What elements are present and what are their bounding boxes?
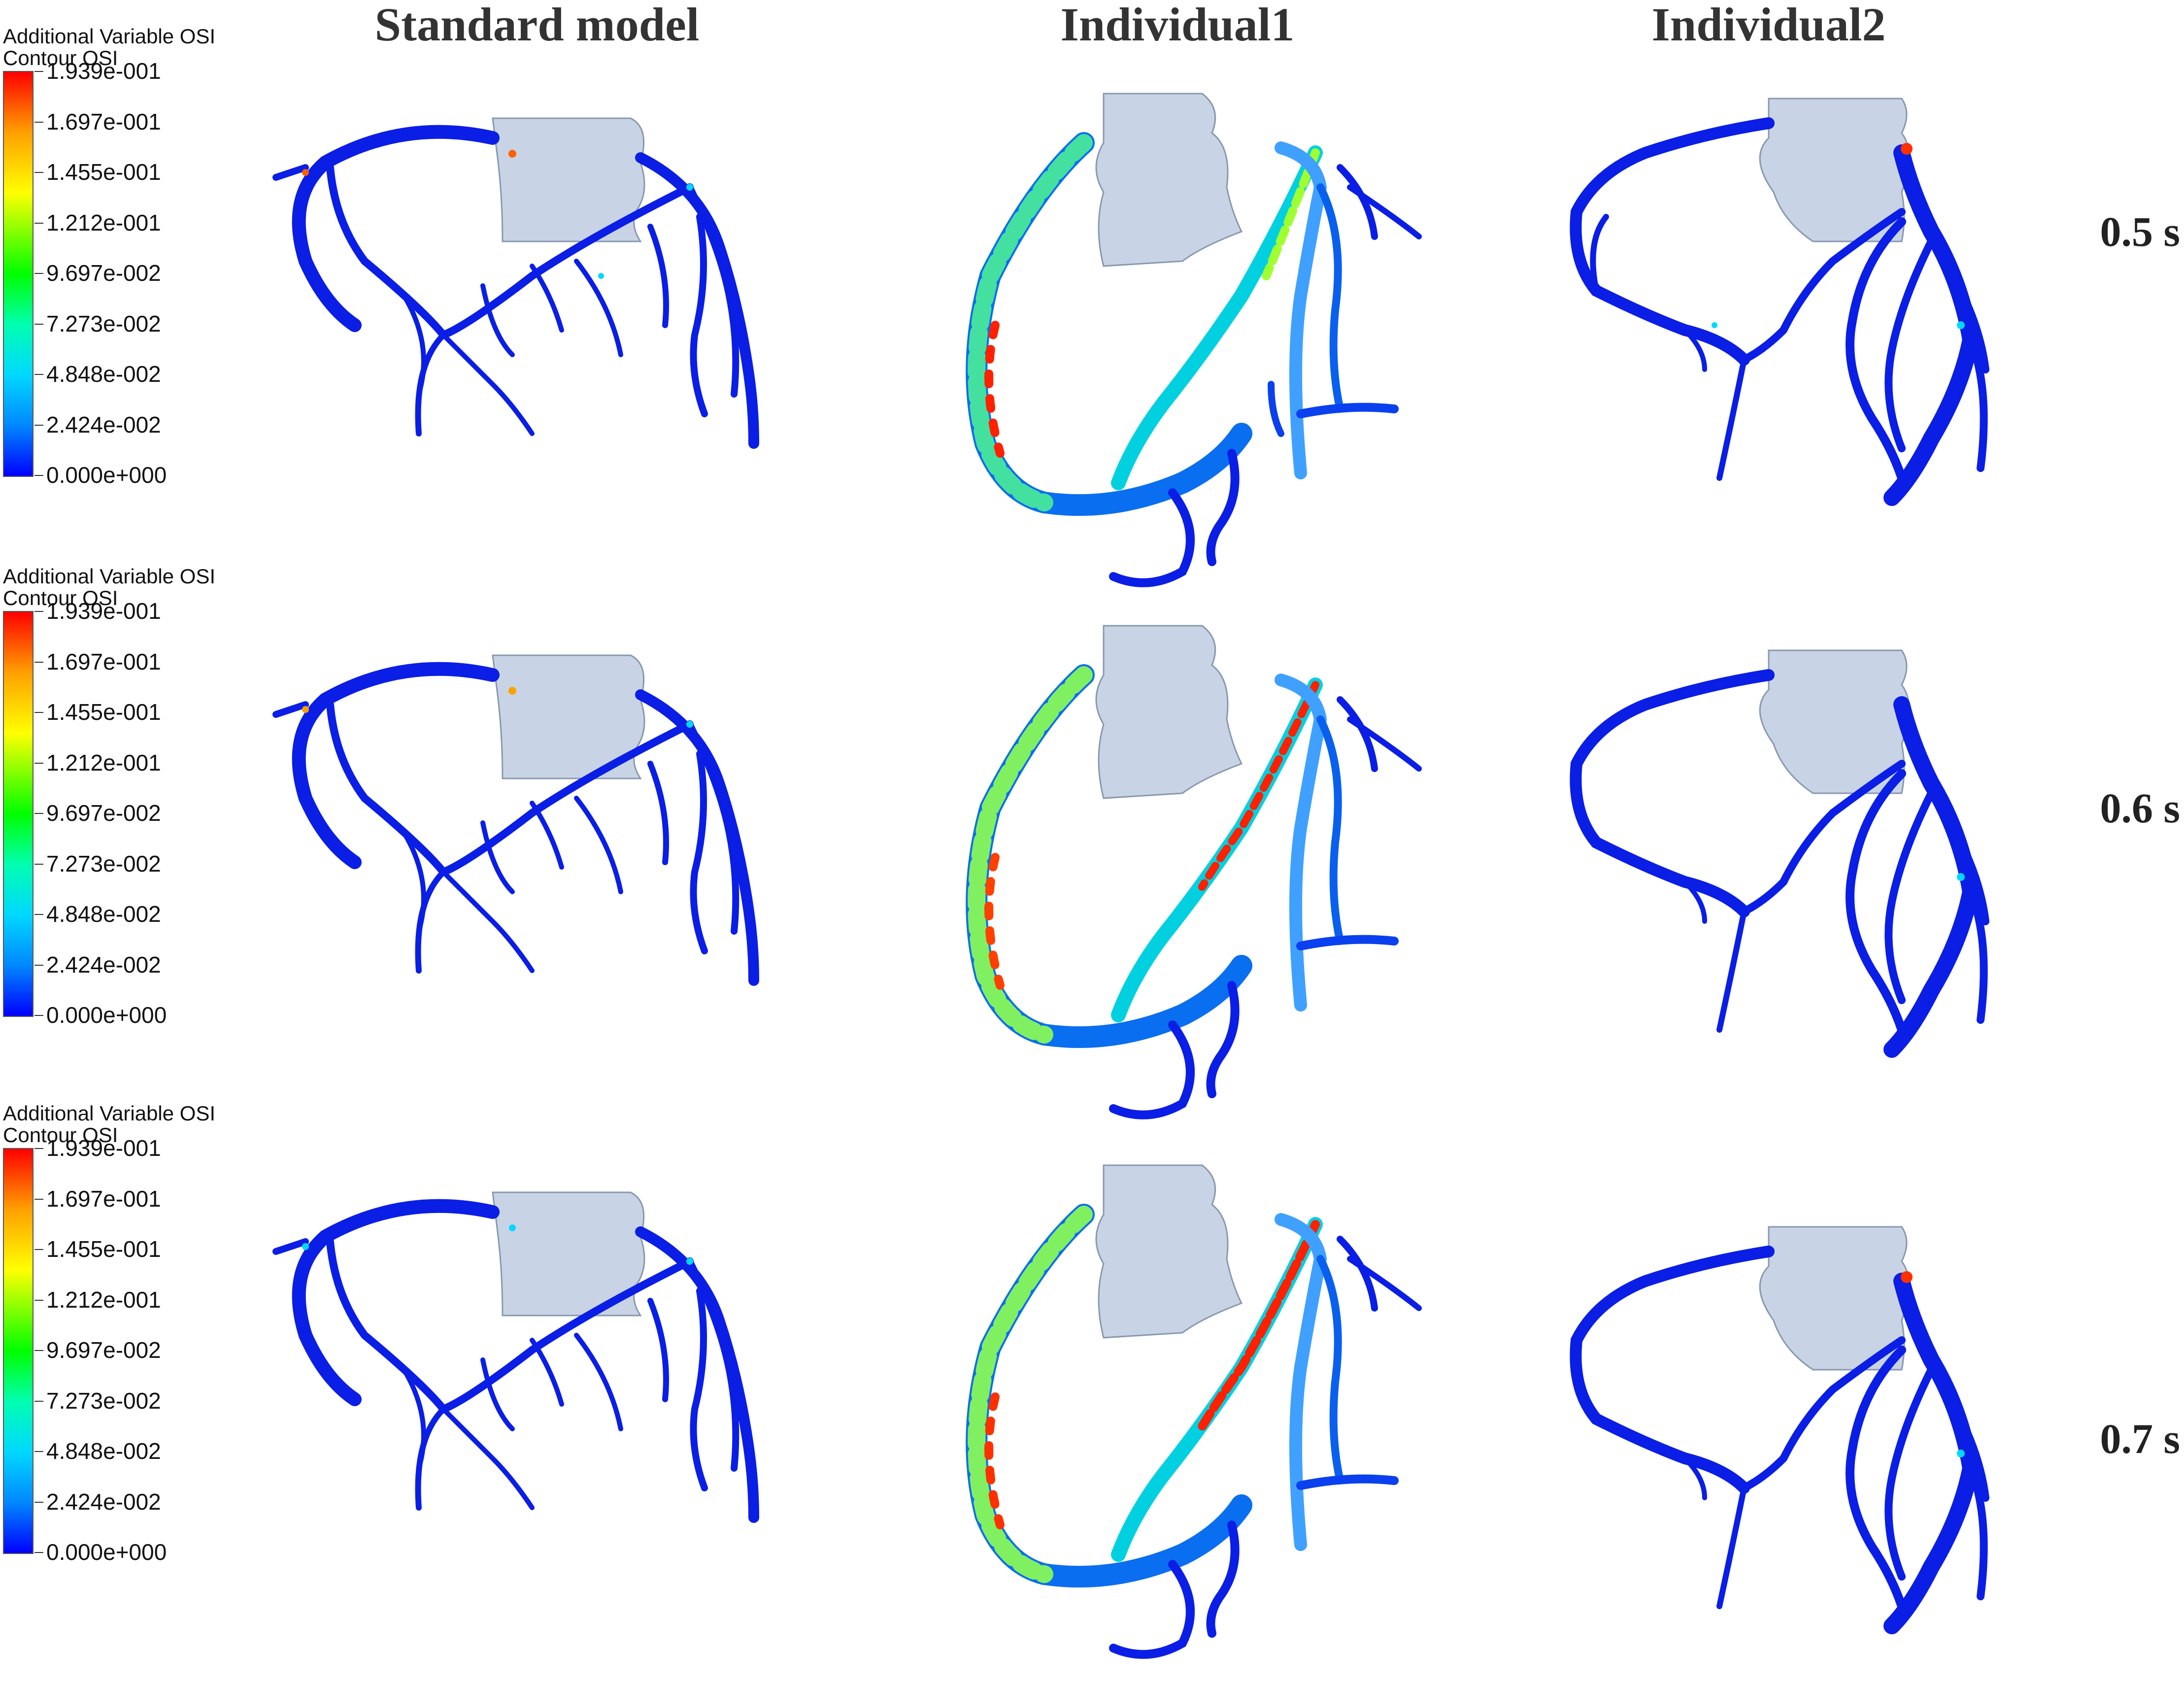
legend-tick-label: 1.939e-001: [46, 1135, 161, 1161]
standard-model-coronary-tree: [272, 1191, 759, 1523]
individual1-vessel-panel: [926, 1158, 1478, 1670]
legend-tick-mark: [34, 611, 43, 612]
legend-tick-label: 1.212e-001: [46, 749, 161, 776]
legend-tick-label: 7.273e-002: [46, 310, 161, 337]
legend-tick-mark: [34, 424, 43, 426]
legend-tick-label: 4.848e-002: [46, 361, 161, 387]
legend-tick-mark: [34, 1451, 43, 1452]
legend-tick-label: 1.697e-001: [46, 108, 161, 135]
legend-subtitle: Contour OSI: [3, 46, 118, 69]
legend-tick-mark: [34, 914, 43, 915]
legend-tick-mark: [34, 71, 43, 72]
column-title-individual1: Individual1: [1060, 0, 1295, 51]
time-label: 0.5 s: [2100, 208, 2180, 255]
legend-tick-mark: [34, 661, 43, 663]
standard-model-coronary-tree: [272, 117, 759, 449]
legend-tick-mark: [34, 863, 43, 865]
legend-tick-label: 1.697e-001: [46, 648, 161, 675]
legend-tick-label: 1.455e-001: [46, 1236, 161, 1262]
legend-tick-label: 4.848e-002: [46, 1438, 161, 1464]
legend-tick-label: 7.273e-002: [46, 850, 161, 877]
standard-model-coronary-tree: [272, 654, 759, 986]
legend-tick-label: 1.455e-001: [46, 159, 161, 185]
legend-tick-mark: [34, 222, 43, 224]
individual1-coronary-tree: [966, 93, 1422, 587]
individual2-vessel-panel: [1557, 645, 2050, 1079]
legend-tick-mark: [34, 273, 43, 274]
legend-tick-mark: [34, 121, 43, 123]
osi-legend: Additional Variable OSI Contour OSI 1.93…: [3, 26, 259, 499]
legend-tick-label: 0.000e+000: [46, 1539, 167, 1565]
legend-tick-mark: [34, 964, 43, 966]
individual2-coronary-tree: [1570, 98, 1989, 506]
color-scale-bar: [3, 71, 34, 477]
individual2-coronary-tree: [1570, 1226, 1989, 1634]
legend-tick-mark: [34, 1148, 43, 1149]
individual1-vessel-panel: [926, 89, 1478, 596]
legend-subtitle: Contour OSI: [3, 586, 118, 609]
osi-legend: Additional Variable OSI Contour OSI 1.93…: [3, 566, 259, 1039]
standard-model-vessel-panel: [256, 636, 798, 990]
time-label: 0.7 s: [2100, 1415, 2180, 1462]
legend-tick-label: 9.697e-002: [46, 1337, 161, 1363]
legend-tick-mark: [34, 762, 43, 764]
legend-tick-mark: [34, 1299, 43, 1301]
legend-tick-label: 1.212e-001: [46, 1286, 161, 1313]
legend-tick-mark: [34, 1350, 43, 1351]
legend-tick-mark: [34, 374, 43, 375]
color-scale-bar: [3, 611, 34, 1017]
legend-title: Additional Variable OSI: [3, 25, 216, 48]
legend-tick-label: 0.000e+000: [46, 462, 167, 488]
legend-tick-mark: [34, 813, 43, 814]
color-scale-bar: [3, 1148, 34, 1554]
legend-tick-label: 1.212e-001: [46, 209, 161, 236]
legend-tick-label: 9.697e-002: [46, 800, 161, 826]
individual2-vessel-panel: [1557, 1222, 2050, 1655]
legend-tick-label: 2.424e-002: [46, 951, 161, 978]
legend-tick-mark: [34, 172, 43, 173]
column-title-standard-model: Standard model: [374, 0, 700, 51]
legend-tick-label: 2.424e-002: [46, 1488, 161, 1515]
legend-title: Additional Variable OSI: [3, 1102, 216, 1125]
legend-subtitle: Contour OSI: [3, 1123, 118, 1147]
legend-tick-mark: [34, 712, 43, 713]
legend-tick-label: 0.000e+000: [46, 1002, 167, 1028]
legend-tick-mark: [34, 1552, 43, 1553]
individual2-vessel-panel: [1557, 94, 2050, 527]
legend-tick-mark: [34, 1198, 43, 1200]
time-label: 0.6 s: [2100, 784, 2180, 832]
legend-tick-label: 4.848e-002: [46, 901, 161, 927]
legend-tick-label: 7.273e-002: [46, 1387, 161, 1414]
osi-legend: Additional Variable OSI Contour OSI 1.93…: [3, 1103, 259, 1576]
individual1-coronary-tree: [966, 1164, 1422, 1659]
individual2-coronary-tree: [1570, 649, 1989, 1058]
standard-model-vessel-panel: [256, 99, 798, 453]
legend-tick-mark: [34, 1249, 43, 1250]
legend-tick-mark: [34, 1501, 43, 1503]
column-title-individual2: Individual2: [1651, 0, 1886, 51]
legend-tick-label: 1.697e-001: [46, 1185, 161, 1212]
legend-tick-label: 1.939e-001: [46, 598, 161, 624]
standard-model-vessel-panel: [256, 1173, 798, 1527]
legend-tick-label: 1.939e-001: [46, 58, 161, 84]
legend-tick-label: 1.455e-001: [46, 699, 161, 725]
individual1-vessel-panel: [926, 621, 1478, 1128]
legend-tick-mark: [34, 475, 43, 476]
legend-title: Additional Variable OSI: [3, 565, 216, 588]
legend-tick-mark: [34, 1400, 43, 1402]
legend-tick-label: 9.697e-002: [46, 260, 161, 286]
legend-tick-mark: [34, 1015, 43, 1016]
individual1-coronary-tree: [966, 625, 1422, 1119]
legend-tick-mark: [34, 323, 43, 325]
legend-tick-label: 2.424e-002: [46, 411, 161, 438]
